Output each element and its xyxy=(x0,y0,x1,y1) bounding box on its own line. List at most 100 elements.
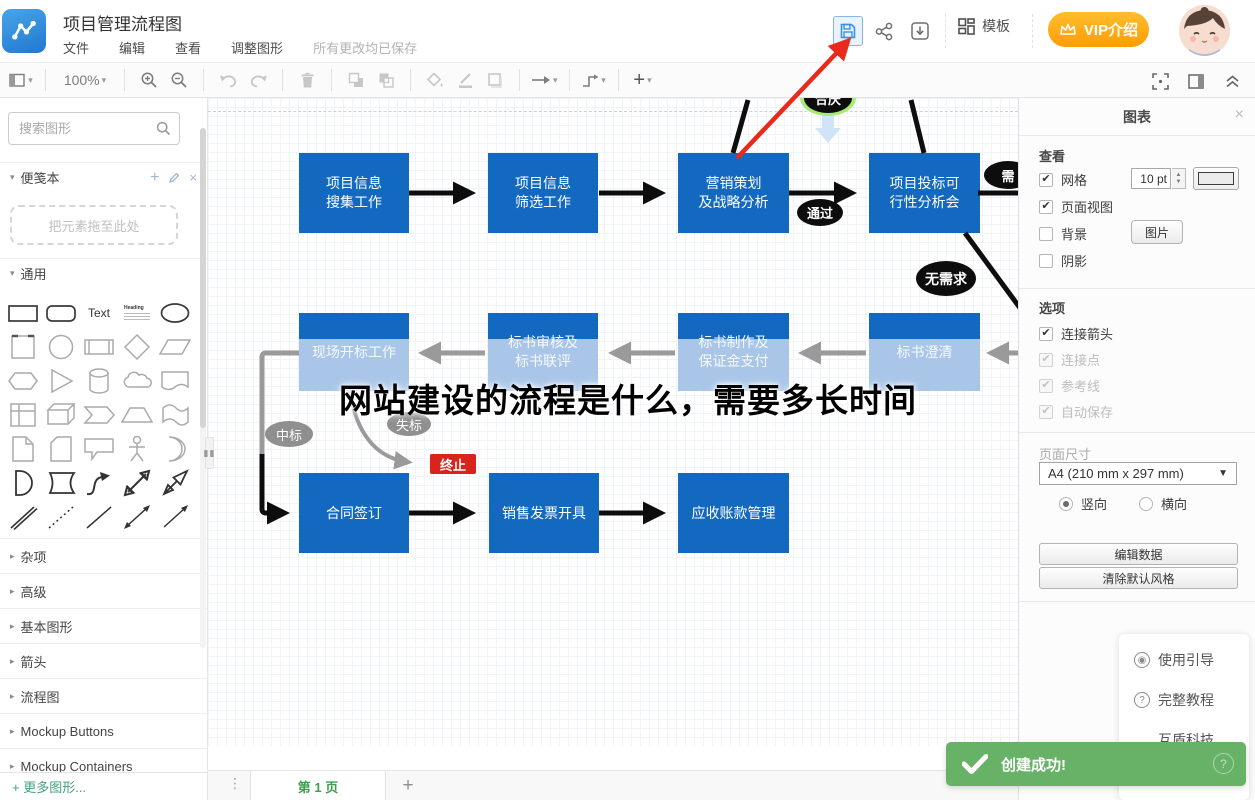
sidebar-collapse-handle[interactable]: ▮▮ xyxy=(204,437,214,469)
menu-arrange[interactable]: 调整图形 xyxy=(231,41,284,56)
shape-double-arrow[interactable] xyxy=(119,467,155,499)
page-tab-1[interactable]: 第 1 页 xyxy=(250,771,386,800)
menu-edit[interactable]: 编辑 xyxy=(119,41,146,56)
share-button[interactable] xyxy=(869,16,899,46)
shape-callout[interactable] xyxy=(81,433,117,465)
shape-note[interactable] xyxy=(5,433,41,465)
node-bid-feasibility[interactable]: 项目投标可 行性分析会 xyxy=(869,153,980,233)
bring-to-front-button[interactable] xyxy=(343,67,369,93)
add-icon[interactable]: + xyxy=(150,168,160,186)
stepper-up-icon[interactable]: ▲ xyxy=(1175,171,1182,178)
grid-color-button[interactable] xyxy=(1193,167,1239,190)
node-bid-opening[interactable]: 现场开标工作 xyxy=(299,313,409,391)
shape-card[interactable] xyxy=(43,433,79,465)
shape-diamond[interactable] xyxy=(119,331,155,363)
shape-dashed-line[interactable] xyxy=(43,501,79,533)
category-advanced[interactable]: ▸高级 xyxy=(0,573,207,608)
shape-cloud[interactable] xyxy=(119,365,155,397)
line-color-button[interactable] xyxy=(452,67,478,93)
node-project-info-collect[interactable]: 项目信息 搜集工作 xyxy=(299,153,409,233)
shape-rounded-rectangle[interactable] xyxy=(43,297,79,329)
zoom-out-button[interactable] xyxy=(166,67,192,93)
help-circle-icon[interactable]: ? xyxy=(1213,753,1234,774)
grid-size-stepper[interactable]: ▲▼ xyxy=(1172,168,1186,189)
image-button[interactable]: 图片 xyxy=(1131,220,1183,244)
search-input[interactable] xyxy=(17,120,156,137)
send-to-back-button[interactable] xyxy=(373,67,399,93)
portrait-radio[interactable] xyxy=(1059,496,1073,511)
user-avatar[interactable] xyxy=(1179,5,1230,56)
connect-arrow-checkbox[interactable] xyxy=(1039,326,1053,341)
shape-heading[interactable]: Heading xyxy=(119,297,155,329)
category-flowchart[interactable]: ▸流程图 xyxy=(0,678,207,713)
label-pass[interactable]: 通过 xyxy=(797,199,843,226)
landscape-radio[interactable] xyxy=(1139,496,1153,511)
shape-parallelogram[interactable] xyxy=(157,331,193,363)
clear-default-style-button[interactable]: 清除默认风格 xyxy=(1039,567,1238,589)
collapse-toolbar-button[interactable] xyxy=(1219,68,1245,94)
zoom-in-button[interactable] xyxy=(136,67,162,93)
label-win-bid[interactable]: 中标 xyxy=(265,421,313,447)
category-basic-shapes[interactable]: ▸基本图形 xyxy=(0,608,207,643)
category-mockup-buttons[interactable]: ▸Mockup Buttons xyxy=(0,713,207,748)
grid-size-input[interactable] xyxy=(1131,168,1171,189)
full-tutorial-item[interactable]: ? 完整教程 xyxy=(1134,690,1214,710)
shape-hexagon[interactable] xyxy=(5,365,41,397)
zoom-level-dropdown[interactable]: 100%▾ xyxy=(57,67,113,93)
shape-actor[interactable] xyxy=(119,433,155,465)
shape-cube[interactable] xyxy=(43,399,79,431)
shape-arrow[interactable] xyxy=(157,501,193,533)
menu-view[interactable]: 查看 xyxy=(175,41,202,56)
shape-wave[interactable] xyxy=(157,399,193,431)
shape-table[interactable] xyxy=(5,399,41,431)
page-setup-button[interactable]: ▾ xyxy=(8,67,34,93)
redo-button[interactable] xyxy=(245,67,271,93)
format-panel-toggle[interactable] xyxy=(1183,68,1209,94)
menu-file[interactable]: 文件 xyxy=(63,41,90,56)
app-logo-icon[interactable] xyxy=(2,9,46,53)
node-invoice-issue[interactable]: 销售发票开具 xyxy=(489,473,599,553)
autosave-checkbox[interactable] xyxy=(1039,404,1053,419)
scrapbook-dropzone[interactable]: 把元素拖至此处 xyxy=(10,205,178,245)
scrollbar-thumb[interactable] xyxy=(200,128,206,428)
connect-point-checkbox[interactable] xyxy=(1039,352,1053,367)
add-page-button[interactable]: + xyxy=(402,775,414,796)
node-receivables[interactable]: 应收账款管理 xyxy=(678,473,789,553)
category-arrows[interactable]: ▸箭头 xyxy=(0,643,207,678)
edit-pencil-icon[interactable] xyxy=(168,172,180,184)
shape-line[interactable] xyxy=(81,501,117,533)
shape-s-curve[interactable] xyxy=(81,467,117,499)
vip-button[interactable]: VIP介绍 xyxy=(1048,12,1149,47)
node-marketing-strategy[interactable]: 营销策划 及战略分析 xyxy=(678,153,789,233)
shape-two-way-arrow[interactable] xyxy=(119,501,155,533)
node-contract-signing[interactable]: 合同签订 xyxy=(299,473,409,553)
page-view-checkbox[interactable] xyxy=(1039,199,1053,214)
shape-half-circle[interactable] xyxy=(5,467,41,499)
category-mockup-containers[interactable]: ▸Mockup Containers xyxy=(0,748,207,772)
label-terminate[interactable]: 终止 xyxy=(430,454,476,474)
shape-block-arrow[interactable] xyxy=(157,467,193,499)
label-lose-bid[interactable]: 失标 xyxy=(387,412,431,436)
shape-trapezoid[interactable] xyxy=(119,399,155,431)
node-bid-review[interactable]: 标书审核及 标书联评 xyxy=(488,313,598,391)
close-icon[interactable]: × xyxy=(1234,106,1244,123)
usage-guide-item[interactable]: ◉ 使用引导 xyxy=(1134,650,1214,670)
shape-triangle[interactable] xyxy=(43,365,79,397)
node-bid-preparation[interactable]: 标书制作及 保证金支付 xyxy=(678,313,789,391)
diagram-canvas[interactable]: 项目信息 搜集工作 项目信息 筛选工作 营销策划 及战略分析 项目投标可 行性分… xyxy=(208,98,1018,746)
connector-style-dropdown[interactable]: ▾ xyxy=(581,67,607,93)
close-icon[interactable]: × xyxy=(189,170,197,185)
delete-button[interactable] xyxy=(294,67,320,93)
fill-color-button[interactable] xyxy=(422,67,448,93)
category-misc[interactable]: ▸杂项 xyxy=(0,538,207,573)
edit-data-button[interactable]: 编辑数据 xyxy=(1039,543,1238,565)
undo-button[interactable] xyxy=(215,67,241,93)
download-button[interactable] xyxy=(905,16,935,46)
shape-circle[interactable] xyxy=(43,331,79,363)
shape-double-line[interactable] xyxy=(5,501,41,533)
shape-cylinder[interactable] xyxy=(81,365,117,397)
shape-ellipse[interactable] xyxy=(157,297,193,329)
scrapbook-section-header[interactable]: ▾ 便笺本 + × xyxy=(0,162,207,192)
general-section-header[interactable]: ▾ 通用 xyxy=(0,258,207,288)
shape-concave-rect[interactable] xyxy=(43,467,79,499)
